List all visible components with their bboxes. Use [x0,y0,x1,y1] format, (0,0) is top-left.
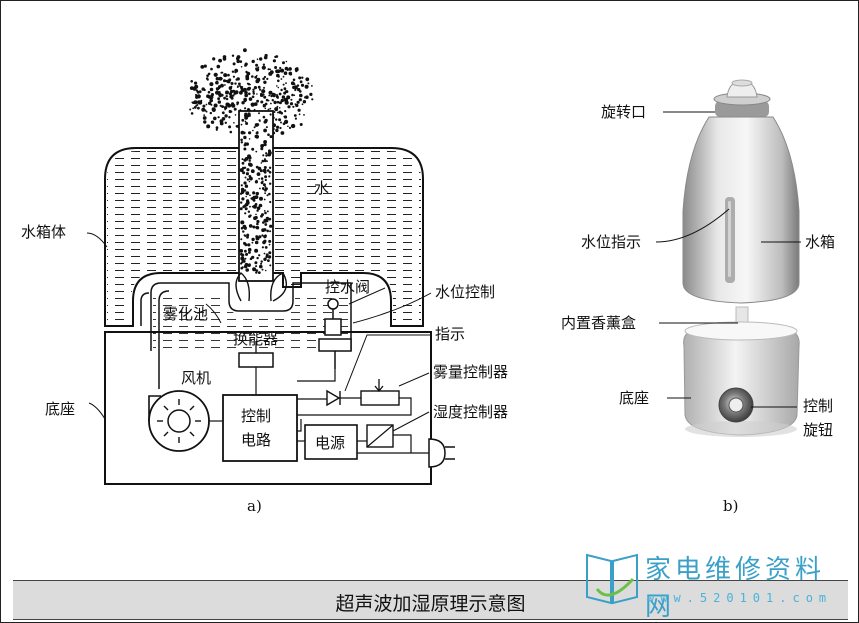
label-water-level-indicator: 水位指示 [581,233,641,251]
logo-text: 家电维修资料网 [645,555,826,622]
label-power: 电源 [315,434,345,452]
level-sensor [318,338,352,352]
water-level-window-glint [728,201,731,277]
label-atomizing-pool: 雾化池 [163,305,208,323]
label-fan: 风机 [181,369,211,387]
transducer-bubble-left [235,272,251,302]
caption-bar: 超声波加湿原理示意图 [13,580,848,620]
control-knob-center [728,397,744,413]
transducer-block [238,352,274,368]
sublabel-a: a) [247,497,262,515]
control-circuit-box [222,394,298,462]
mist-cloud [189,48,314,136]
power-box [304,424,358,460]
label-rotary-cap: 旋转口 [601,103,646,121]
label-base-b: 底座 [619,389,649,407]
air-duct [140,292,150,326]
leader-lines-b [655,111,801,408]
humidity-controller-slash [366,424,394,448]
mist-particles [239,112,273,274]
label-tank-body: 水箱体 [21,223,66,241]
fan-blades [157,399,201,443]
label-water-level-control: 水位控制 [435,283,495,301]
product-b: 旋转口 水位指示 水箱 内置香薰盒 底座 控制 旋钮 b) [561,79,835,515]
label-humidity-controller: 湿度控制器 [433,403,508,421]
schematic-a: 水 水箱体 雾化池 换能器 控水阀 水位控制 指示 风机 雾量控制器 湿度控制器… [21,48,508,515]
leader-lines-a [86,232,432,432]
logo-book-icon [586,553,638,605]
transducer-bubble-right [270,272,287,302]
pool-water [153,293,349,351]
valve-ball [327,298,339,310]
label-indicator: 指示 [435,325,465,343]
base-foot [685,421,797,437]
fan-hub [167,409,191,433]
figure-caption: 超声波加湿原理示意图 [335,593,526,615]
label-aroma-box: 内置香薰盒 [561,314,636,332]
power-plug [428,438,446,468]
mist-controller-arrow [374,379,384,393]
label-water-valve: 控水阀 [325,278,370,296]
label-control-knob-line1: 控制 [803,397,833,415]
label-water: 水 [314,179,329,197]
label-mist-controller: 雾量控制器 [433,363,508,381]
air-duct-inner [158,290,170,389]
label-control-knob-line2: 旋钮 [803,421,833,439]
sublabel-b: b) [723,497,738,515]
indicator-diode [326,389,341,407]
humidifier-diagram: 水 水箱体 雾化池 换能器 控水阀 水位控制 指示 风机 雾量控制器 湿度控制器… [21,48,835,515]
valve-body [324,318,342,336]
rotary-cap-knob-top [731,79,753,87]
tank-shell [682,116,800,304]
base-rim [684,321,798,341]
site-logo: 家电维修资料网 www.520101.com [583,547,853,622]
label-water-tank: 水箱 [805,233,835,251]
mist-controller-box [360,390,400,406]
fan-housing-tail [148,395,161,421]
logo-url: www.520101.com [647,591,833,605]
label-control-circuit-line1: 控制 [241,407,271,425]
label-control-circuit-line2: 电路 [241,431,271,449]
wiring [209,367,429,454]
label-base-a: 底座 [45,400,75,418]
rotary-cap-ring [715,101,769,117]
atomizing-pool [150,282,352,351]
label-transducer: 换能器 [233,330,278,348]
